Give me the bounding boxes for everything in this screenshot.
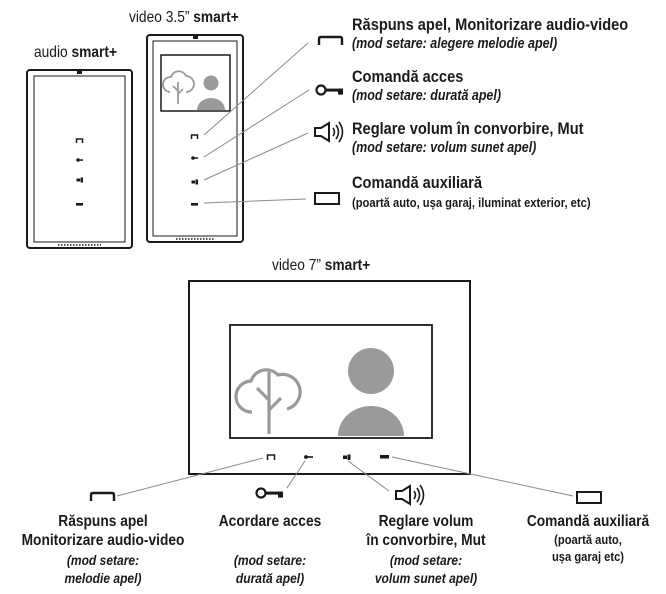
bottom-access-sub2: durată apel) [235, 570, 305, 586]
v35-volume-button[interactable] [191, 179, 199, 185]
v35-aux-button[interactable] [191, 203, 198, 206]
key-icon [315, 84, 343, 96]
v7-access-button[interactable] [304, 455, 313, 459]
bottom-access-line1: Acordare acces [218, 513, 322, 530]
person-placeholder-icon [338, 348, 404, 436]
v35-access-button[interactable] [191, 156, 198, 160]
v35-answer-button[interactable] [190, 134, 199, 139]
handset-icon [317, 35, 344, 45]
bottom-access-sub1: (mod setare: [233, 552, 307, 568]
person-placeholder-icon [197, 75, 225, 110]
bottom-aux-note1: (poartă auto, [554, 532, 622, 547]
audio-volume-button[interactable] [76, 177, 84, 183]
audio-access-button[interactable] [76, 158, 83, 162]
key-icon [255, 487, 283, 499]
bottom-answer-line1: Răspuns apel [58, 513, 148, 530]
video-7-device-title: video 7” smart+ [272, 257, 371, 274]
v7-volume-button[interactable] [343, 454, 351, 461]
tree-placeholder-icon [162, 70, 195, 104]
audio-answer-button[interactable] [75, 138, 84, 143]
top-aux-title: Comandă auxiliară [352, 173, 483, 192]
v7-answer-button[interactable] [266, 454, 276, 460]
audio-aux-button[interactable] [76, 203, 83, 206]
video-35-device-title: video 3.5” smart+ [129, 9, 239, 26]
video-35-device [146, 34, 244, 243]
top-volume-sub: (mod setare: volum sunet apel) [352, 140, 537, 156]
speaker-volume-icon [395, 484, 425, 506]
auxiliary-rect-icon [314, 192, 340, 205]
bottom-aux-line1: Comandă auxiliară [526, 513, 650, 530]
top-access-title: Comandă acces [352, 67, 464, 86]
v7-aux-button[interactable] [380, 455, 389, 459]
bottom-answer-sub2: melodie apel) [64, 570, 142, 586]
bottom-aux-note2: ușa garaj etc) [551, 549, 625, 564]
bottom-leader-lines [116, 456, 574, 497]
bottom-volume-sub2: volum sunet apel) [374, 570, 478, 586]
handset-icon [89, 491, 116, 501]
top-leader-lines [203, 42, 310, 204]
bottom-volume-line1: Reglare volum [378, 513, 474, 530]
top-answer-title: Răspuns apel, Monitorizare audio-video [352, 15, 629, 34]
bottom-volume-sub1: (mod setare: [389, 552, 463, 568]
video-7-screen [229, 324, 433, 439]
video-7-device [188, 280, 471, 475]
auxiliary-rect-icon [576, 491, 602, 504]
audio-device-title: audio smart+ [34, 44, 118, 61]
top-access-sub: (mod setare: durată apel) [352, 88, 501, 104]
audio-device [26, 69, 133, 249]
bottom-answer-line2: Monitorizare audio-video [21, 532, 185, 549]
top-volume-title: Reglare volum în convorbire, Mut [352, 119, 584, 138]
bottom-answer-sub1: (mod setare: [66, 552, 140, 568]
bottom-volume-line2: în convorbire, Mut [366, 532, 486, 549]
speaker-volume-icon [314, 121, 344, 143]
tree-placeholder-icon [234, 368, 302, 434]
top-answer-sub: (mod setare: alegere melodie apel) [352, 36, 558, 52]
top-aux-note: (poartă auto, ușa garaj, iluminat exteri… [352, 195, 591, 210]
